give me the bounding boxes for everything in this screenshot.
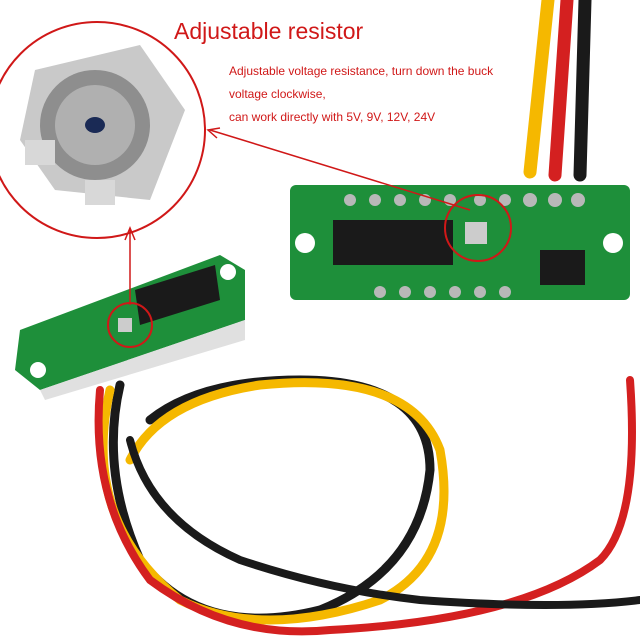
bottom-wires [94,375,640,636]
pcb-top-view [290,185,630,300]
annotation-description: Adjustable voltage resistance, turn down… [229,60,493,129]
top-wires [523,0,592,182]
annotation-title: Adjustable resistor [174,18,364,44]
annotation-line: voltage clockwise, [229,87,326,101]
resistor-closeup [0,21,206,239]
pointer-arrows [124,127,471,305]
annotation-line: Adjustable voltage resistance, turn down… [229,64,494,78]
annotation-line: can work directly with 5V, 9V, 12V, 24V [229,110,436,124]
pcb-side-view [15,255,245,400]
